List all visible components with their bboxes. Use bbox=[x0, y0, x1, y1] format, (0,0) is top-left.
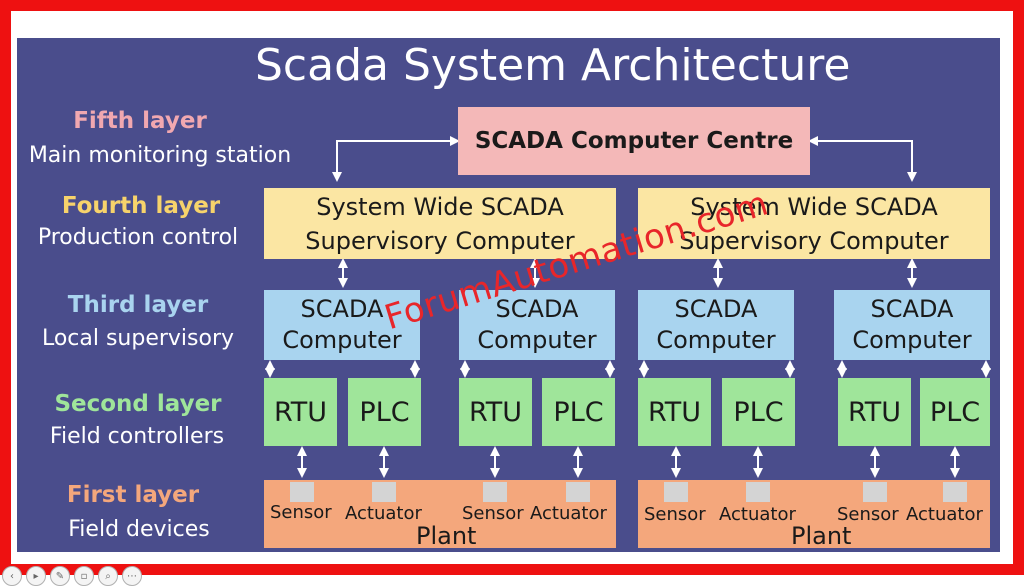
layer-5-name: Fifth layer bbox=[73, 108, 207, 134]
actuator-label: Actuator bbox=[530, 503, 607, 524]
actuator-square bbox=[372, 482, 396, 502]
supervisory-line1: System Wide SCADA bbox=[690, 192, 938, 221]
plant-right bbox=[638, 480, 990, 548]
prev-icon[interactable]: ‹ bbox=[2, 566, 22, 586]
actuator-square bbox=[943, 482, 967, 502]
plant-label-left: Plant bbox=[416, 522, 477, 550]
plc-label: PLC bbox=[733, 396, 784, 428]
rtu-1: RTU bbox=[264, 378, 337, 446]
actuator-label: Actuator bbox=[719, 504, 796, 525]
rtu-label: RTU bbox=[847, 396, 902, 428]
plc-2: PLC bbox=[542, 378, 615, 446]
viewer-toolbar: ‹ ▸ ✎ ▫ ⌕ ⋯ bbox=[2, 566, 142, 586]
scada-computer-line2: Computer bbox=[656, 326, 776, 354]
plc-4: PLC bbox=[920, 378, 990, 446]
layer-3-description: Local supervisory bbox=[41, 326, 235, 351]
sensor-label: Sensor bbox=[837, 504, 899, 525]
sensor-square bbox=[863, 482, 887, 502]
sensor-label: Sensor bbox=[462, 503, 524, 524]
scada-computer-4: SCADA Computer bbox=[834, 290, 990, 360]
layer-4-description: Production control bbox=[37, 225, 239, 250]
rtu-label: RTU bbox=[273, 396, 328, 428]
scada-computer-line1: SCADA bbox=[495, 295, 579, 323]
actuator-square bbox=[566, 482, 590, 502]
rtu-label: RTU bbox=[647, 396, 702, 428]
sensor-square bbox=[664, 482, 688, 502]
play-icon[interactable]: ▸ bbox=[26, 566, 46, 586]
sensor-label: Sensor bbox=[644, 504, 706, 525]
layer-2-description: Field controllers bbox=[49, 424, 225, 449]
scada-computer-centre-label: SCADA Computer Centre bbox=[474, 128, 794, 154]
diagram-title: Scada System Architecture bbox=[255, 40, 851, 91]
plc-label: PLC bbox=[359, 396, 410, 428]
supervisory-line1: System Wide SCADA bbox=[316, 192, 564, 221]
sensor-square bbox=[483, 482, 507, 502]
more-icon[interactable]: ⋯ bbox=[122, 566, 142, 586]
scada-computer-line1: SCADA bbox=[674, 295, 758, 323]
scada-computer-1: SCADA Computer bbox=[264, 290, 420, 360]
layer-5-description: Main monitoring station bbox=[28, 143, 292, 168]
save-icon[interactable]: ▫ bbox=[74, 566, 94, 586]
sensor-square bbox=[290, 482, 314, 502]
plc-1: PLC bbox=[348, 378, 421, 446]
scada-computer-2: SCADA Computer bbox=[459, 290, 615, 360]
plant-label-right: Plant bbox=[791, 522, 852, 550]
layer-2-name: Second layer bbox=[54, 391, 222, 417]
rtu-2: RTU bbox=[459, 378, 532, 446]
rtu-3: RTU bbox=[638, 378, 711, 446]
rtu-label: RTU bbox=[468, 396, 523, 428]
rtu-4: RTU bbox=[838, 378, 911, 446]
plc-3: PLC bbox=[722, 378, 795, 446]
supervisory-computer-left: System Wide SCADA Supervisory Computer bbox=[264, 188, 616, 259]
scada-computer-line1: SCADA bbox=[300, 295, 384, 323]
zoom-icon[interactable]: ⌕ bbox=[98, 566, 118, 586]
scada-computer-centre: SCADA Computer Centre bbox=[458, 107, 810, 175]
scada-computer-3: SCADA Computer bbox=[638, 290, 794, 360]
layer-3-name: Third layer bbox=[67, 292, 209, 318]
scada-computer-line2: Computer bbox=[477, 326, 597, 354]
actuator-label: Actuator bbox=[906, 504, 983, 525]
sensor-label: Sensor bbox=[270, 502, 332, 523]
supervisory-line2: Supervisory Computer bbox=[679, 226, 949, 255]
actuator-label: Actuator bbox=[345, 503, 422, 524]
plc-label: PLC bbox=[929, 396, 981, 428]
layer-1-description: Field devices bbox=[68, 517, 210, 542]
plant-left bbox=[264, 480, 616, 548]
supervisory-line2: Supervisory Computer bbox=[305, 226, 575, 255]
supervisory-computer-right: System Wide SCADA Supervisory Computer bbox=[638, 188, 990, 259]
plc-label: PLC bbox=[553, 396, 604, 428]
edit-icon[interactable]: ✎ bbox=[50, 566, 70, 586]
layer-4-name: Fourth layer bbox=[61, 193, 221, 219]
actuator-square bbox=[746, 482, 770, 502]
scada-computer-line1: SCADA bbox=[870, 295, 954, 323]
scada-computer-line2: Computer bbox=[282, 326, 402, 354]
scada-computer-line2: Computer bbox=[852, 326, 972, 354]
layer-1-name: First layer bbox=[66, 482, 200, 508]
